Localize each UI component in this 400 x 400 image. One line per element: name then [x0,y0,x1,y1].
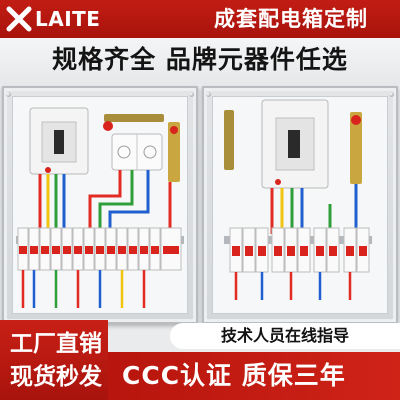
header-title: 成套配电箱定制 [214,7,368,31]
right-bottom-wires [234,272,352,300]
support-banner [170,323,400,349]
left-main-breaker [29,107,89,175]
rivet [189,92,194,97]
certification-text: CCC认证 质保三年 [122,361,346,390]
support-text: 技术人员在线指导 [220,326,349,345]
right-terminal-small [224,110,234,170]
right-breaker-row [229,227,370,273]
brand-x-icon [6,6,32,32]
footer-right-panel [108,352,400,400]
brand-logo: LAITE [6,4,100,34]
left-cabinet-components [16,107,184,308]
left-socket-box [111,133,163,171]
left-wires [38,170,172,236]
in-stock-text: 现货秒发 [10,364,102,390]
right-main-breaker [261,99,329,189]
factory-direct-text: 工厂直销 [10,331,102,357]
slogan: 规格齐全 品牌元器件任选 [52,45,348,74]
rivet [6,92,11,97]
right-terminal-bar [350,112,362,184]
right-wires [270,184,358,234]
right-cabinet-components [224,99,372,300]
left-breaker-row [17,227,182,271]
brand-name: LAITE [35,7,101,31]
left-bottom-wires [21,270,146,308]
footer-left-panel [0,320,108,400]
rivet [206,92,211,97]
slogan-band [0,38,400,84]
left-terminal-bar-top [104,114,164,122]
header-bar [0,0,400,38]
rivet [389,92,394,97]
left-terminal-bar-side [168,122,180,182]
